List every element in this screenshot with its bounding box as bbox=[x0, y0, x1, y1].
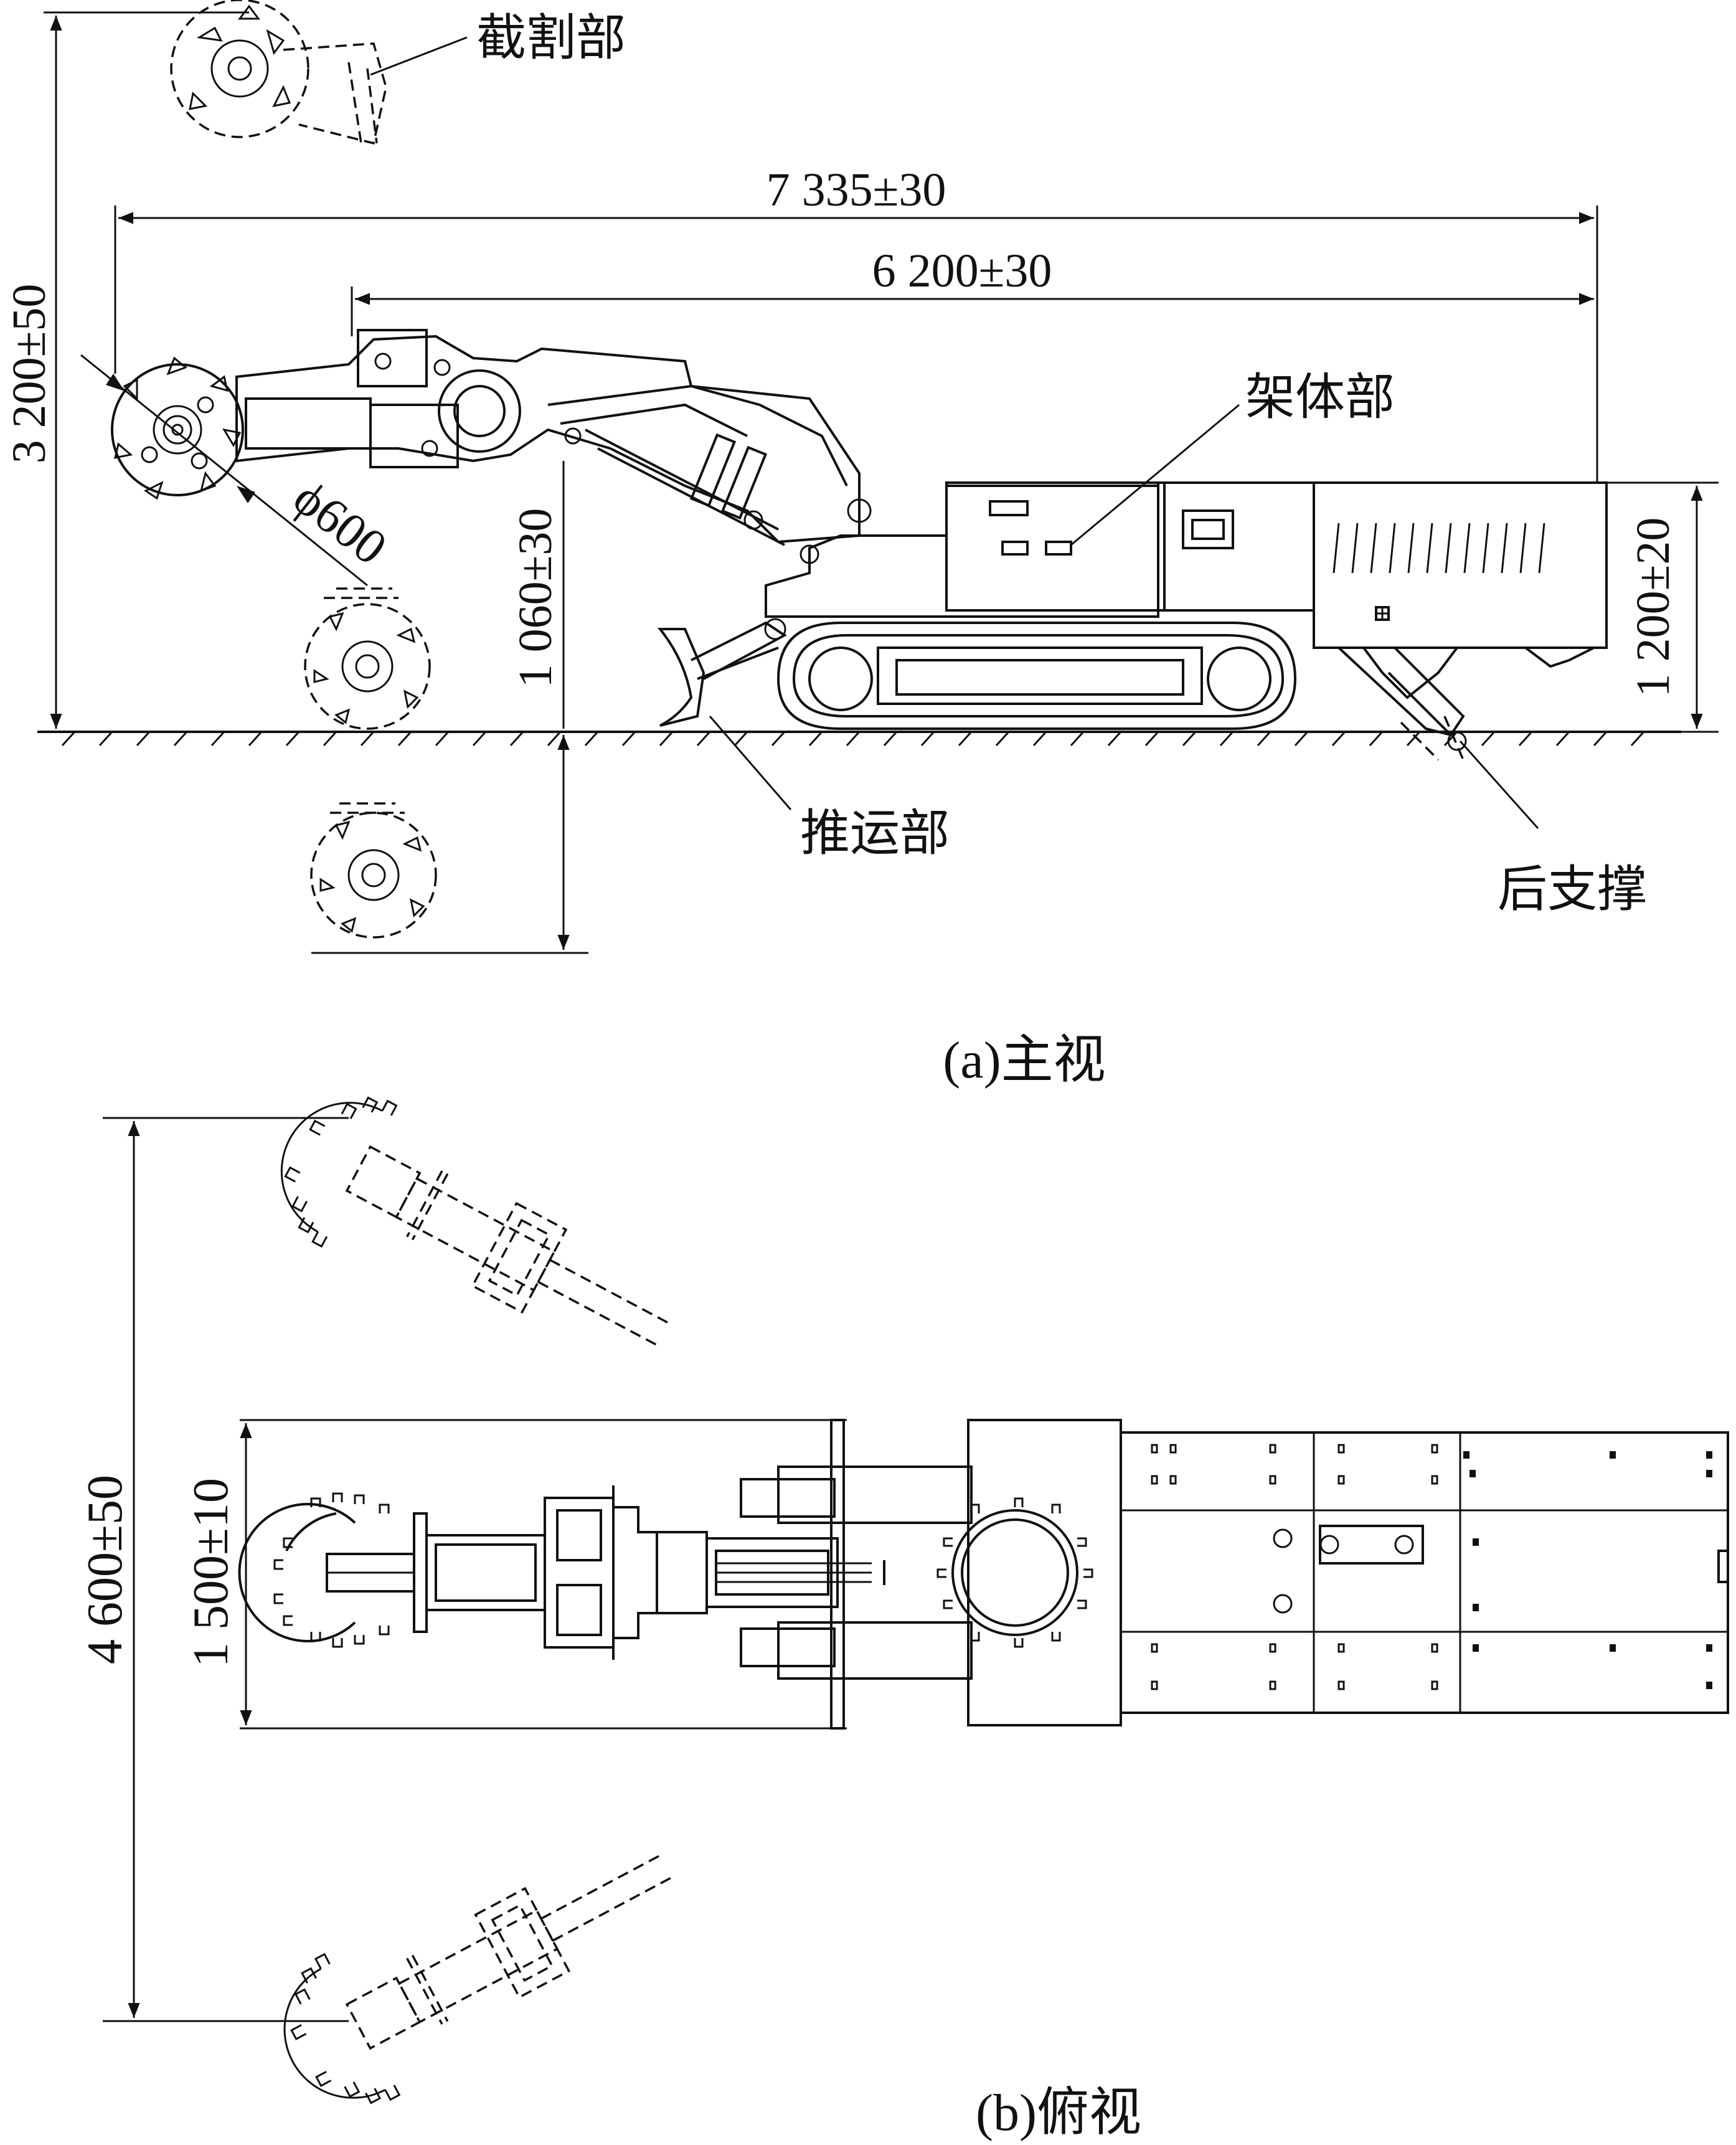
dim-total-height: 3 200±50 bbox=[3, 11, 249, 729]
push-blade bbox=[657, 618, 787, 727]
callout-rear-support: 后支撑 bbox=[1459, 741, 1647, 917]
dim-body-width-label: 1 500±10 bbox=[184, 1478, 238, 1667]
callout-cutting-label: 截割部 bbox=[476, 11, 626, 66]
dim-depth: 1 060±30 bbox=[311, 461, 588, 954]
rear-support bbox=[1337, 646, 1467, 761]
dim-body-height-label: 1 200±20 bbox=[1627, 518, 1679, 698]
cutter-drum-bottom-position bbox=[310, 802, 437, 939]
dim-total-width-label: 4 600±50 bbox=[78, 1475, 133, 1664]
dim-depth-label: 1 060±30 bbox=[509, 508, 562, 688]
caption-front-view: (a)主视 bbox=[943, 1031, 1105, 1089]
cutter-drum-middle-position bbox=[304, 587, 431, 730]
ground-line bbox=[37, 731, 1681, 747]
dim-total-height-label: 3 200±50 bbox=[3, 284, 55, 464]
front-area-outline bbox=[240, 1419, 847, 1730]
dim-body-length: 6 200±30 bbox=[351, 245, 1594, 336]
dim-body-length-label: 6 200±30 bbox=[872, 245, 1052, 297]
callout-frame: 架体部 bbox=[1070, 371, 1395, 546]
dim-total-length: 7 335±30 bbox=[114, 164, 1598, 483]
callout-frame-label: 架体部 bbox=[1245, 371, 1395, 425]
body-top bbox=[936, 1419, 1729, 1726]
dim-total-length-label: 7 335±30 bbox=[767, 164, 946, 216]
dim-drum-diameter-label: ϕ600 bbox=[283, 470, 397, 575]
cutter-top-swung-down bbox=[283, 1853, 674, 2105]
cutter-top-swung-up bbox=[280, 1096, 672, 1348]
callout-push-label: 推运部 bbox=[800, 807, 950, 861]
callout-push: 推运部 bbox=[709, 716, 950, 861]
callout-rear-support-label: 后支撑 bbox=[1498, 863, 1647, 917]
dim-body-height: 1 200±20 bbox=[1606, 481, 1719, 733]
crawler-track bbox=[776, 622, 1297, 730]
cutter-boom bbox=[235, 329, 872, 564]
cutter-drum-top-position bbox=[170, 0, 387, 145]
main-body bbox=[765, 481, 1608, 699]
top-view: 4 600±50 1 500±10 (b)俯视 bbox=[78, 1096, 1729, 2142]
cutter-head-top bbox=[238, 1492, 428, 1648]
vent-grille bbox=[1333, 523, 1545, 574]
dim-body-width: 1 500±10 bbox=[184, 1423, 252, 1725]
caption-top-view: (b)俯视 bbox=[976, 2084, 1141, 2142]
cutter-drum-front bbox=[111, 356, 244, 500]
boom-top bbox=[425, 1466, 973, 1680]
dim-total-width: 4 600±50 bbox=[78, 1117, 349, 2022]
front-view: 3 200±50 7 335±30 6 200±30 1 200±20 bbox=[3, 0, 1719, 1089]
callout-cutting: 截割部 bbox=[370, 11, 626, 76]
